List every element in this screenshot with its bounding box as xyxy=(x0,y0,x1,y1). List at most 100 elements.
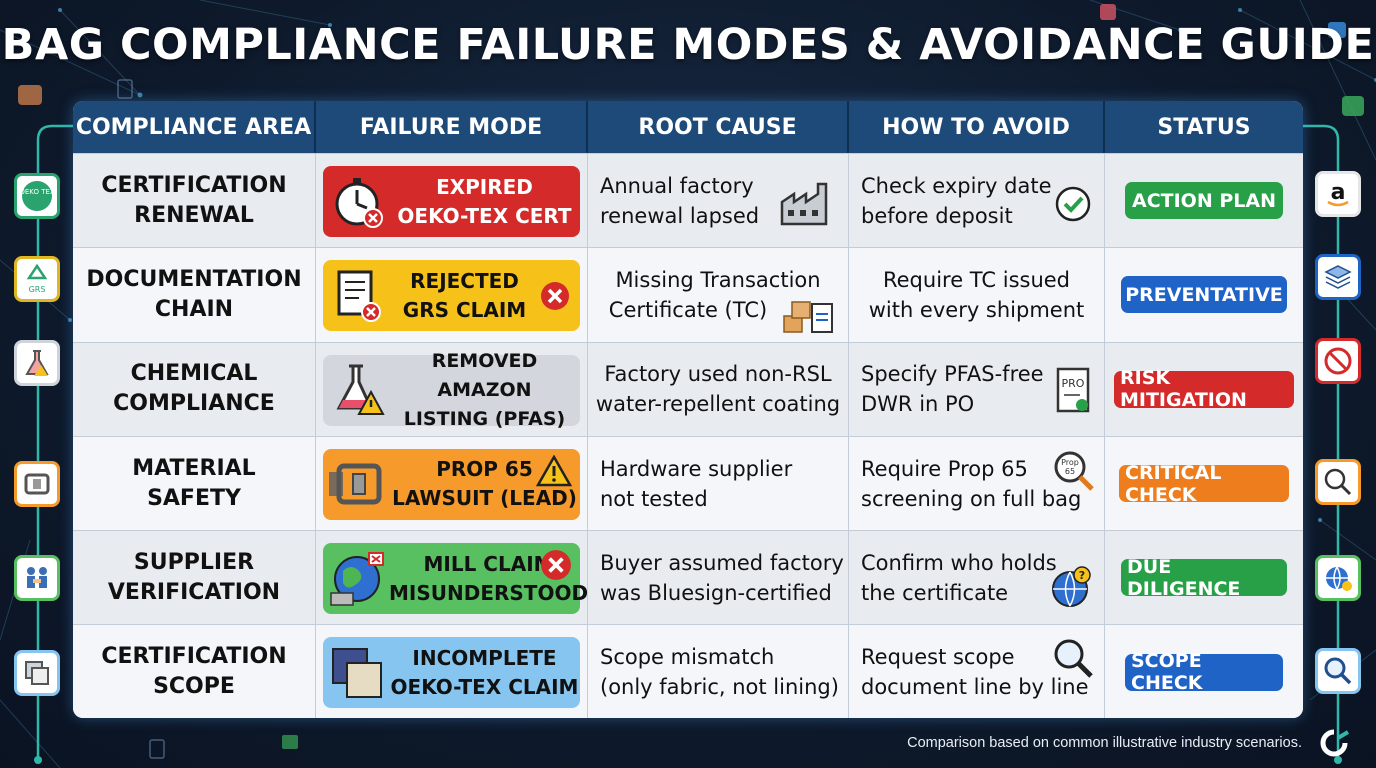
footer-note: Comparison based on common illustrative … xyxy=(907,735,1302,751)
avoid-line: Require Prop 65 xyxy=(861,456,1028,481)
magnifier-icon xyxy=(1054,639,1093,679)
failure-line: EXPIRED xyxy=(436,174,533,199)
stopwatch-icon xyxy=(335,177,383,228)
area-line: SAFETY xyxy=(147,485,241,511)
avoid-cell: Request scope document line by line xyxy=(849,625,1105,718)
avoid-cell: Specify PFAS-free DWR in PO PRO xyxy=(849,342,1105,436)
cause-line: Missing Transaction xyxy=(615,267,821,292)
status-cell: CRITICAL CHECK xyxy=(1105,437,1303,530)
avoid-cell: Require TC issued with every shipment xyxy=(849,248,1105,342)
avoid-line: with every shipment xyxy=(868,297,1085,322)
failure-text: PROP 65 LAWSUIT (LEAD) xyxy=(389,455,580,513)
table-row: MATERIAL SAFETY PROP 65 LAWSUIT (LEAD) H… xyxy=(73,435,1303,531)
grs-label: GRS xyxy=(29,285,46,294)
globe-factory-icon xyxy=(330,551,384,606)
avoid-line: document line by line xyxy=(861,675,1089,700)
oeko-tex-label: OEKO TEX xyxy=(19,188,55,196)
failure-badge: PROP 65 LAWSUIT (LEAD) xyxy=(323,448,580,520)
cause-line: renewal lapsed xyxy=(600,203,760,228)
avoid-line: Specify PFAS-free xyxy=(861,362,1044,387)
cause-cell: Factory used non-RSL water-repellent coa… xyxy=(588,342,849,436)
grs-recycle-icon: GRS xyxy=(14,256,60,302)
avoid-cell: Confirm who holds the certificate ? xyxy=(849,531,1105,625)
document-icon xyxy=(337,270,381,322)
status-badge: RISK MITIGATION xyxy=(1114,367,1294,411)
area-cell: MATERIAL SAFETY xyxy=(73,436,316,531)
area-line: COMPLIANCE xyxy=(113,391,275,417)
no-pfas-icon xyxy=(1315,338,1361,384)
fabric-swatch-icon xyxy=(332,647,382,698)
svg-text:?: ? xyxy=(1079,569,1085,582)
failure-line: MISUNDERSTOOD xyxy=(389,580,589,605)
area-line: CHEMICAL xyxy=(130,361,258,387)
check-circle-icon xyxy=(1055,186,1091,222)
failure-line: INCOMPLETE xyxy=(412,645,557,670)
failure-text: INCOMPLETE OEKO-TEX CLAIM xyxy=(389,644,580,702)
failure-cell: INCOMPLETE OEKO-TEX CLAIM xyxy=(316,625,588,718)
cause-line: (only fabric, not lining) xyxy=(600,675,839,700)
status-cell: DUE DILIGENCE xyxy=(1105,531,1303,624)
area-line: SCOPE xyxy=(153,674,235,700)
table-header: COMPLIANCE AREA FAILURE MODE ROOT CAUSE … xyxy=(73,101,1303,153)
failure-cell: MILL CLAIM MISUNDERSTOOD xyxy=(316,531,588,625)
cause-line: Buyer assumed factory xyxy=(600,550,844,575)
magnifier-icon xyxy=(1315,648,1361,694)
layers-icon xyxy=(1315,254,1361,300)
area-line: VERIFICATION xyxy=(107,579,281,605)
reject-x-icon xyxy=(541,550,571,581)
area-cell: CERTIFICATION SCOPE xyxy=(73,625,316,718)
cause-cell: Missing Transaction Certificate (TC) xyxy=(588,248,849,342)
globe-icon xyxy=(1315,555,1361,601)
page-title: BAG COMPLIANCE FAILURE MODES & AVOIDANCE… xyxy=(1,20,1375,70)
avoid-line: the certificate xyxy=(861,580,1009,605)
table-row: CERTIFICATION SCOPE INCOMPLETE OEKO-TEX … xyxy=(73,624,1303,718)
header-how-to-avoid: HOW TO AVOID xyxy=(849,101,1105,153)
status-badge: PREVENTATIVE xyxy=(1121,276,1287,314)
boxes-document-icon xyxy=(783,301,833,334)
amazon-icon: a xyxy=(1315,171,1361,217)
reject-x-icon xyxy=(541,281,569,310)
cause-line: Hardware supplier xyxy=(600,456,793,481)
cause-line: Certificate (TC) xyxy=(608,297,768,322)
flask-warning-icon xyxy=(336,364,385,416)
buckle-icon xyxy=(14,461,60,507)
status-badge: CRITICAL CHECK xyxy=(1119,462,1289,506)
svg-text:PRO: PRO xyxy=(1062,377,1085,390)
status-badge: DUE DILIGENCE xyxy=(1121,556,1287,600)
buckle-icon xyxy=(329,463,382,505)
area-cell: SUPPLIER VERIFICATION xyxy=(73,531,316,625)
area-line: CERTIFICATION xyxy=(101,644,287,670)
cause-line: Annual factory xyxy=(600,173,754,198)
failure-line: REMOVED AMAZON xyxy=(431,349,538,401)
area-line: CERTIFICATION xyxy=(101,172,287,198)
avoid-line: screening on full bag xyxy=(861,486,1082,511)
failure-text: REJECTED GRS CLAIM xyxy=(389,267,540,325)
avoid-cell: Require Prop 65 screening on full bag Pr… xyxy=(849,436,1105,531)
svg-text:a: a xyxy=(1331,180,1346,205)
table-row: CHEMICAL COMPLIANCE REMOVED AMAZON LISTI… xyxy=(73,341,1303,436)
failure-line: OEKO-TEX CERT xyxy=(397,203,572,228)
failure-line: OEKO-TEX CLAIM xyxy=(390,674,579,699)
avoid-line: Check expiry date xyxy=(861,173,1052,198)
avoid-line: Confirm who holds xyxy=(861,550,1057,575)
failure-cell: EXPIRED OEKO-TEX CERT xyxy=(316,154,588,248)
failure-line: MILL CLAIM xyxy=(423,551,554,576)
table-row: CERTIFICATION RENEWAL EXPIRED OEKO-TEX C… xyxy=(73,153,1303,248)
cause-line: Factory used non-RSL xyxy=(604,362,832,387)
area-cell: CHEMICAL COMPLIANCE xyxy=(73,342,316,436)
avoid-line: Request scope xyxy=(861,645,1015,670)
svg-text:65: 65 xyxy=(1065,467,1075,476)
status-badge: ACTION PLAN xyxy=(1125,182,1283,220)
globe-question-icon: ? xyxy=(1052,566,1091,608)
failure-line: PROP 65 xyxy=(436,457,533,482)
handshake-icon xyxy=(14,555,60,601)
failure-badge: MILL CLAIM MISUNDERSTOOD xyxy=(323,543,588,615)
swatch-icon xyxy=(14,650,60,696)
status-badge: SCOPE CHECK xyxy=(1125,650,1283,694)
table-row: DOCUMENTATION CHAIN REJECTED GRS CLAIM M… xyxy=(73,247,1303,342)
area-line: MATERIAL xyxy=(132,455,256,481)
header-compliance-area: COMPLIANCE AREA xyxy=(73,101,316,153)
status-cell: SCOPE CHECK xyxy=(1105,625,1303,718)
